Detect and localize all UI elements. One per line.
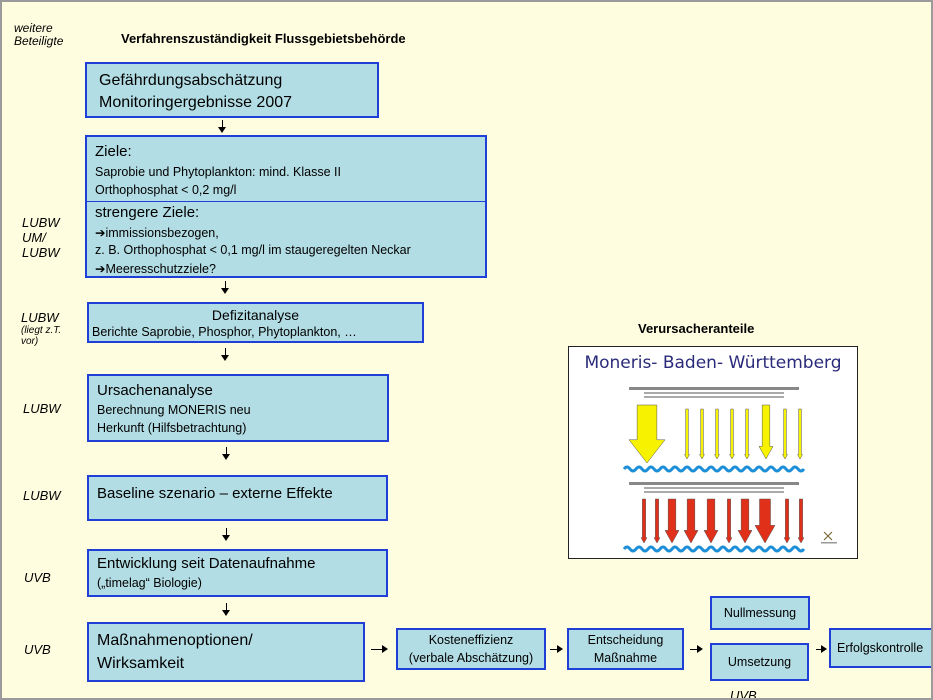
moneris-figure <box>622 387 837 553</box>
entscheidung-line-1: Entscheidung <box>587 633 664 647</box>
ursachen-line-1: Berechnung MONERIS neu <box>97 403 251 417</box>
river-wave-bottom <box>622 545 806 553</box>
state-logo <box>821 531 837 544</box>
kosten-line-1: Kosteneffizienz <box>428 633 514 647</box>
side-label-lubw-baseline: LUBW <box>23 488 61 503</box>
ziele-divider <box>87 201 485 202</box>
side-label-lubw-liegt: LUBW (liegt z.T. vor) <box>21 310 62 348</box>
massnahmen-line-2: Wirksamkeit <box>97 655 185 672</box>
bullet-arrow-icon: ➔ <box>95 226 106 240</box>
phosphorus-arrow <box>754 498 776 544</box>
erfolg-text: Erfolgskontrolle <box>837 641 924 655</box>
nitrogen-arrow <box>628 404 666 464</box>
entwicklung-title: Entwicklung seit Datenaufnahme <box>97 555 316 572</box>
nitrogen-arrow <box>714 408 720 460</box>
phosphorus-arrow <box>737 498 753 544</box>
box-baseline-szenario: Baseline szenario – externe Effekte <box>87 475 388 521</box>
entscheidung-line-2: Maßnahme <box>593 651 658 665</box>
phosphorus-arrow <box>797 498 805 544</box>
strengere-line-2: z. B. Orthophosphat < 0,1 mg/l im stauge… <box>95 243 411 257</box>
moneris-title: Moneris- Baden- Württemberg <box>584 353 842 373</box>
phosphorus-arrow <box>653 498 661 544</box>
strengere-ziele-title: strengere Ziele: <box>95 204 200 221</box>
box-gefaehrdung-line1: Gefährdungsabschätzung <box>99 72 283 89</box>
phosphorus-arrow <box>664 498 680 544</box>
nitrogen-arrow <box>782 408 788 460</box>
ziele-line-orthophosphat: Orthophosphat < 0,2 mg/l <box>95 183 237 197</box>
nitrogen-arrow <box>797 408 803 460</box>
nitrogen-arrow <box>729 408 735 460</box>
phosphorus-arrow <box>683 498 699 544</box>
box-kosteneffizienz: Kosteneffizienz (verbale Abschätzung) <box>396 628 546 670</box>
baseline-text: Baseline szenario – externe Effekte <box>97 485 333 502</box>
ziele-title: Ziele: <box>95 143 132 160</box>
bullet-arrow-icon: ➔ <box>95 262 106 276</box>
ursachen-line-2: Herkunft (Hilfsbetrachtung) <box>97 421 247 435</box>
box-gefaehrdung-line2: Monitoringergebnisse 2007 <box>99 94 293 111</box>
ziele-line-saprobie: Saprobie und Phytoplankton: mind. Klasse… <box>95 165 341 179</box>
side-label-uvb-umsetzung: UVB <box>730 688 757 700</box>
phosphorus-arrow <box>703 498 719 544</box>
phosphorus-arrow <box>640 498 648 544</box>
box-ziele: Ziele: Saprobie und Phytoplankton: mind.… <box>85 135 487 278</box>
box-gefaehrdungsabschaetzung: Gefährdungsabschätzung Monitoringergebni… <box>85 62 379 118</box>
side-label-uvb-massnahmen: UVB <box>24 642 51 657</box>
side-label-lubw-ursachen: LUBW <box>23 401 61 416</box>
nullmessung-text: Nullmessung <box>723 606 797 620</box>
river-wave-top <box>622 465 806 473</box>
nitrogen-arrow <box>744 408 750 460</box>
nitrogen-arrow <box>684 408 690 460</box>
box-massnahmenoptionen: Maßnahmenoptionen/ Wirksamkeit <box>87 622 365 682</box>
side-label-uvb-entwicklung: UVB <box>24 570 51 585</box>
page-title: Verfahrenszuständigkeit Flussgebietsbehö… <box>121 31 406 46</box>
nitrogen-arrows <box>628 404 803 464</box>
entwicklung-line: („timelag“ Biologie) <box>97 576 202 590</box>
massnahmen-line-1: Maßnahmenoptionen/ <box>97 632 253 649</box>
box-nullmessung: Nullmessung <box>710 596 810 630</box>
box-umsetzung: Umsetzung <box>710 643 809 681</box>
kosten-line-2: (verbale Abschätzung) <box>408 651 534 665</box>
umsetzung-text: Umsetzung <box>727 655 792 669</box>
phosphorus-arrow <box>783 498 791 544</box>
box-ursachenanalyse: Ursachenanalyse Berechnung MONERIS neu H… <box>87 374 389 442</box>
box-entscheidung: Entscheidung Maßnahme <box>567 628 684 670</box>
ursachen-title: Ursachenanalyse <box>97 382 213 399</box>
phosphorus-arrows <box>640 498 805 544</box>
box-erfolgskontrolle: Erfolgskontrolle <box>829 628 931 668</box>
phosphorus-arrow <box>725 498 733 544</box>
box-defizitanalyse: Defizitanalyse Berichte Saprobie, Phosph… <box>87 302 424 343</box>
defizit-line: Berichte Saprobie, Phosphor, Phytoplankt… <box>92 325 357 339</box>
nitrogen-arrow <box>699 408 705 460</box>
moneris-image: Moneris- Baden- Württemberg <box>568 346 858 559</box>
strengere-line-3: ➔Meeresschutzziele? <box>95 262 216 276</box>
box-entwicklung: Entwicklung seit Datenaufnahme („timelag… <box>87 549 388 597</box>
verursacher-title: Verursacheranteile <box>638 321 755 336</box>
nitrogen-arrow <box>758 404 774 460</box>
defizit-title: Defizitanalyse <box>211 307 300 323</box>
strengere-line-1: ➔immissionsbezogen, <box>95 226 219 240</box>
